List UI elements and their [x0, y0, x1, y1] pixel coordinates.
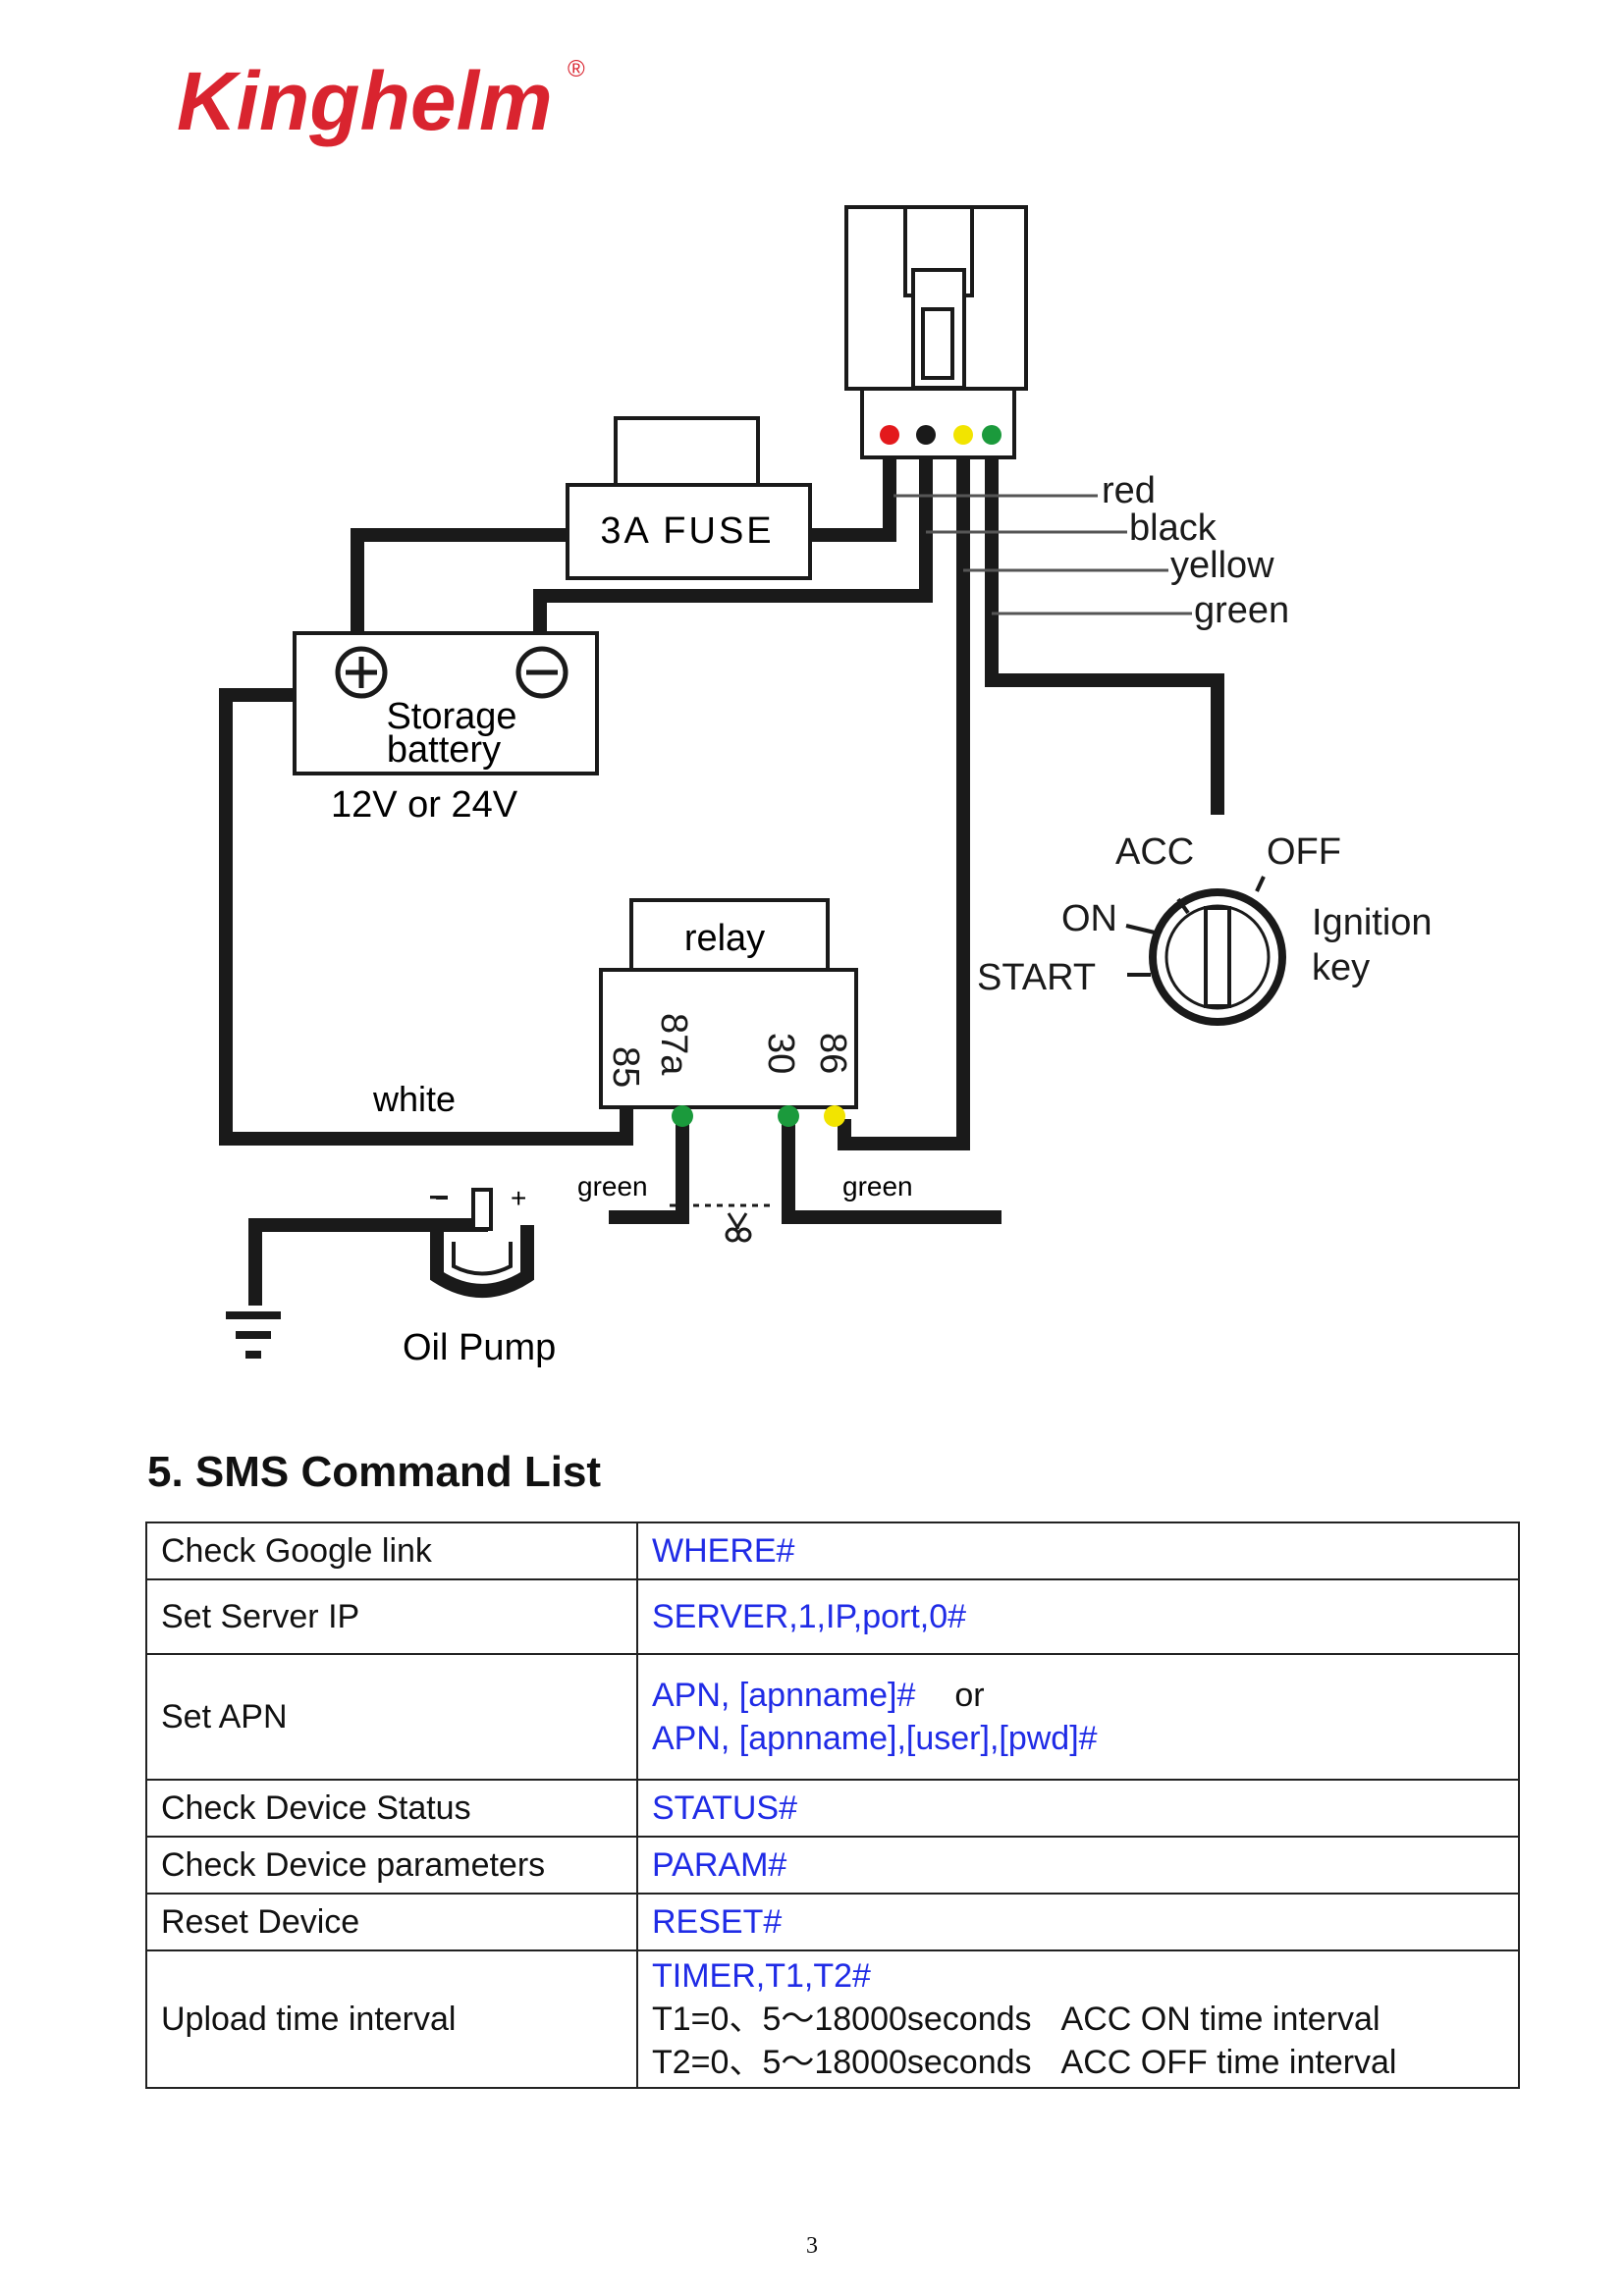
wire-label-red: red	[1102, 470, 1156, 511]
timer-t2-desc: ACC OFF time interval	[1060, 2044, 1397, 2081]
yellow-wire	[838, 447, 970, 1150]
oil-pump-label: Oil Pump	[403, 1327, 556, 1368]
relay-label: relay	[684, 918, 765, 959]
relay-pin-87a: 87a	[653, 1013, 694, 1076]
relay-30-dot	[778, 1105, 799, 1127]
gps-connector	[844, 205, 1028, 459]
command-value: WHERE#	[636, 1522, 1520, 1580]
ignition-key-label-line1: Ignition	[1312, 902, 1433, 943]
relay-87a-dot	[672, 1105, 693, 1127]
command-label: Set APN	[145, 1653, 638, 1781]
yellow-dot	[953, 425, 973, 445]
switch-on-label: ON	[1061, 898, 1117, 939]
green-wire-ignition	[985, 447, 1224, 815]
wire-label-yellow: yellow	[1170, 545, 1274, 586]
command-value: STATUS#	[636, 1779, 1520, 1838]
ignition-switch	[1125, 876, 1286, 1026]
table-row: Set Server IP SERVER,1,IP,port,0#	[145, 1578, 1520, 1655]
command-value: SERVER,1,IP,port,0#	[636, 1578, 1520, 1655]
oil-pump: + Oil Pump	[403, 1183, 556, 1368]
apn-command-2: APN, [apnname],[user],[pwd]#	[652, 1720, 1098, 1757]
white-wire	[219, 688, 633, 1146]
command-label: Set Server IP	[145, 1578, 638, 1655]
battery-label-line2: battery	[387, 729, 501, 771]
command-label: Check Device Status	[145, 1779, 638, 1838]
apn-command-1: APN, [apnname]#	[652, 1677, 916, 1714]
command-label: Check Google link	[145, 1522, 638, 1580]
storage-battery: Storage battery	[293, 631, 599, 775]
battery-label-line1: Storage	[386, 696, 516, 737]
black-dot	[916, 425, 936, 445]
wire-label-green: green	[1194, 590, 1289, 631]
logo-text: Kinghelm	[177, 55, 553, 147]
white-wire-label: white	[372, 1079, 456, 1119]
oil-pump-plus-label: +	[511, 1183, 526, 1213]
table-row: Set APN APN, [apnname]# or APN, [apnname]…	[145, 1653, 1520, 1781]
wire-label-black: black	[1129, 507, 1218, 549]
switch-off-label: OFF	[1267, 831, 1341, 873]
relay: relay 85 87a 30 86	[599, 898, 858, 1127]
apn-or-text: or	[954, 1677, 985, 1714]
oil-pump-minus-label: -	[428, 1183, 437, 1213]
command-value: TIMER,T1,T2# T1=0、5～18000seconds ACC ON t…	[636, 1949, 1520, 2089]
table-row: Check Device parameters PARAM#	[145, 1836, 1520, 1895]
red-wire	[810, 447, 896, 542]
relay-pin-30: 30	[760, 1033, 801, 1074]
timer-t1-desc: ACC ON time interval	[1060, 2001, 1380, 2038]
command-label: Upload time interval	[145, 1949, 638, 2089]
green-left-label: green	[577, 1171, 648, 1201]
green-wire-right	[782, 1119, 1001, 1224]
green-dot	[982, 425, 1001, 445]
fuse-label: 3A FUSE	[600, 510, 774, 552]
timer-t1-range: T1=0、5～18000seconds	[652, 2001, 1032, 2038]
red-dot	[880, 425, 899, 445]
command-value: RESET#	[636, 1893, 1520, 1951]
key-slot-icon	[1204, 906, 1231, 1008]
switch-acc-label: ACC	[1115, 831, 1194, 873]
ground-wire	[248, 1218, 488, 1306]
page-number: 3	[806, 2233, 818, 2259]
table-row: Check Google link WHERE#	[145, 1522, 1520, 1580]
logo-registered-mark: ®	[568, 56, 585, 82]
green-right-label: green	[842, 1171, 913, 1201]
green-wire-left	[609, 1119, 689, 1224]
scissors-icon	[725, 1212, 752, 1243]
kinghelm-logo: Kinghelm ®	[177, 55, 585, 147]
sms-command-table: Check Google link WHERE# Set Server IP S…	[145, 1522, 1520, 2089]
table-row: Check Device Status STATUS#	[145, 1779, 1520, 1838]
timer-t2-range: T2=0、5～18000seconds	[652, 2044, 1032, 2081]
ground-icon	[226, 1311, 281, 1359]
command-label: Check Device parameters	[145, 1836, 638, 1895]
table-row: Reset Device RESET#	[145, 1893, 1520, 1951]
fuse: 3A FUSE	[566, 416, 812, 580]
command-value: APN, [apnname]# or APN, [apnname],[user],…	[636, 1653, 1520, 1781]
relay-pin-85: 85	[605, 1046, 646, 1088]
ignition-key-label-line2: key	[1312, 947, 1370, 988]
relay-86-dot	[824, 1105, 845, 1127]
fuse-to-battery-wire	[351, 528, 568, 636]
battery-voltage: 12V or 24V	[331, 784, 518, 826]
switch-start-label: START	[977, 957, 1096, 998]
section-title: 5. SMS Command List	[147, 1448, 602, 1496]
command-value: PARAM#	[636, 1836, 1520, 1895]
black-wire	[533, 447, 933, 636]
timer-command: TIMER,T1,T2#	[652, 1957, 871, 1995]
relay-pin-86: 86	[812, 1033, 853, 1074]
table-row: Upload time interval TIMER,T1,T2# T1=0、5…	[145, 1949, 1520, 2089]
leader-lines	[893, 494, 1192, 615]
command-label: Reset Device	[145, 1893, 638, 1951]
wiring-diagram: red black yellow green 3A FUSE Storage b…	[219, 205, 1433, 1368]
